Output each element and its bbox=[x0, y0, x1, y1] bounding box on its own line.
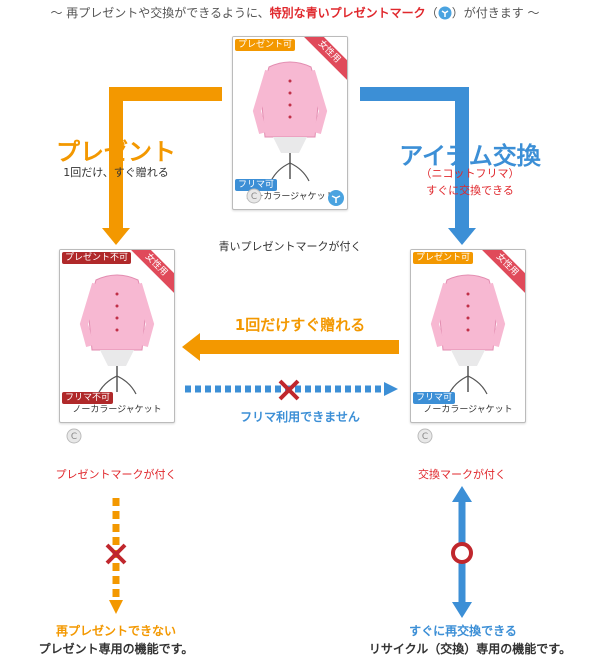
bottom-left-line1: 再プレゼントできない bbox=[55, 624, 176, 638]
cross-mark-icon bbox=[278, 379, 300, 401]
jacket-image bbox=[60, 250, 174, 402]
orange-middle-bar bbox=[200, 340, 399, 354]
present-path-title: プレゼント bbox=[56, 138, 176, 166]
bottom-right-line2: リサイクル（交換）専用の機能です。 bbox=[368, 642, 572, 656]
svg-text:C: C bbox=[71, 432, 77, 442]
page-title: 〜 再プレゼントや交換ができるように、特別な青いプレゼントマーク（ ）が付きます … bbox=[0, 4, 590, 21]
blue-present-mark-icon bbox=[437, 6, 452, 20]
blue-arrowhead-down bbox=[448, 228, 476, 245]
once-label: 1回だけすぐ贈れる bbox=[234, 316, 366, 334]
present-ok-badge: プレゼント可 bbox=[413, 252, 474, 264]
svg-text:C: C bbox=[251, 192, 257, 202]
no-flima-label: フリマ利用できません bbox=[240, 410, 360, 424]
bottom-right-line1: すぐに再交換できる bbox=[409, 624, 517, 638]
exchange-path-sub2: すぐに交換できる bbox=[426, 184, 514, 197]
orange-arrowhead-left bbox=[182, 333, 200, 361]
top-card-caption: 青いプレゼントマークが付く bbox=[218, 240, 362, 253]
item-name: ノーカラージャケット bbox=[423, 405, 513, 415]
circle-mark-icon bbox=[451, 542, 473, 564]
c-coin-icon: C bbox=[246, 188, 262, 204]
exchange-path-sub1: （ニコットフリマ） bbox=[420, 167, 520, 180]
present-ng-badge: プレゼント不可 bbox=[62, 252, 132, 264]
present-path-sub: 1回だけ、すぐ贈れる bbox=[63, 166, 169, 179]
flima-ok-badge: フリマ可 bbox=[235, 179, 278, 191]
blue-arrowhead-down-bottom bbox=[452, 602, 472, 618]
orange-arrowhead-down bbox=[102, 228, 130, 245]
item-card-present[interactable]: プレゼント不可 女性用 フリマ不可 ノーカラージャケット bbox=[59, 249, 175, 423]
title-close-paren: ） bbox=[451, 6, 464, 20]
title-prefix: 〜 再プレゼントや交換ができるように、 bbox=[50, 6, 270, 20]
jacket-image bbox=[233, 37, 347, 189]
present-ok-badge: プレゼント可 bbox=[235, 39, 296, 51]
present-mark-caption: プレゼントマークが付く bbox=[55, 468, 177, 481]
c-coin-icon: C bbox=[66, 428, 82, 444]
exchange-path-title: アイテム交換 bbox=[399, 142, 541, 170]
orange-connector bbox=[109, 87, 222, 230]
c-coin-icon: C bbox=[417, 428, 433, 444]
orange-dotted-arrowhead bbox=[109, 600, 123, 614]
title-open-paren: （ bbox=[425, 6, 438, 20]
blue-present-mark-icon bbox=[328, 190, 344, 206]
blue-arrowhead-up bbox=[452, 486, 472, 502]
blue-dotted-arrowhead bbox=[384, 382, 398, 396]
jacket-image bbox=[411, 250, 525, 402]
svg-text:C: C bbox=[422, 432, 428, 442]
item-name: ノーカラージャケット bbox=[72, 405, 162, 415]
title-highlight: 特別な青いプレゼントマーク bbox=[269, 6, 426, 20]
item-card-top[interactable]: プレゼント可 女性用 フリマ可 ノーカラージャケット C bbox=[232, 36, 348, 210]
cross-mark-icon bbox=[105, 543, 127, 565]
blue-connector bbox=[360, 87, 469, 230]
title-suffix: が付きます 〜 bbox=[463, 6, 540, 20]
flima-ng-badge: フリマ不可 bbox=[62, 392, 114, 404]
item-card-exchange[interactable]: プレゼント可 女性用 フリマ可 ノーカラージャケット bbox=[410, 249, 526, 423]
flima-ok-badge: フリマ可 bbox=[413, 392, 456, 404]
item-name: ノーカラージャケット bbox=[245, 192, 335, 202]
bottom-left-line2: プレゼント専用の機能です。 bbox=[38, 642, 194, 656]
exchange-mark-caption: 交換マークが付く bbox=[418, 468, 506, 481]
